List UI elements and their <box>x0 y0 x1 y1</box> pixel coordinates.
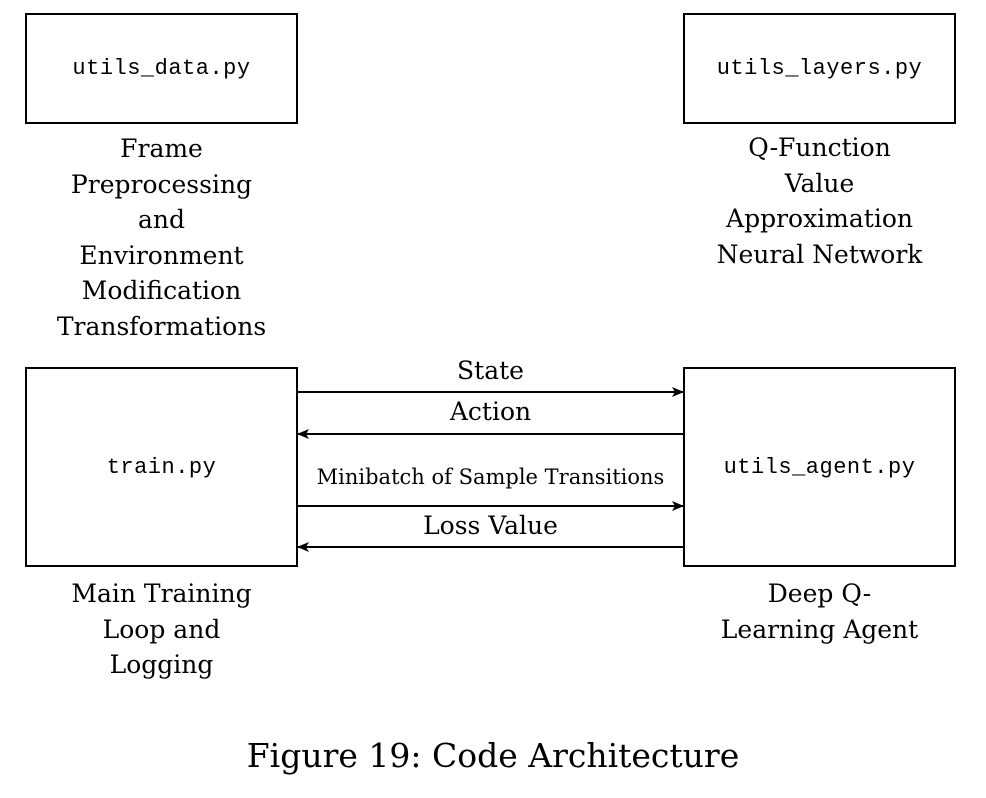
caption-line: Neural Network <box>716 239 923 269</box>
caption-line: Value <box>784 168 855 198</box>
caption-line: Main Training <box>71 579 252 608</box>
loss-arrow-label: Loss Value <box>423 511 558 540</box>
utils-agent-box: utils_agent.py <box>683 367 956 567</box>
utils-data-box: utils_data.py <box>25 13 298 124</box>
train-label: train.py <box>106 454 217 480</box>
caption-line: Transformations <box>56 311 267 341</box>
train-box: train.py <box>25 367 298 567</box>
caption-line: Modification <box>81 276 242 305</box>
caption-line: and <box>137 205 185 234</box>
caption-line: Loop and <box>102 614 221 644</box>
figure-caption: Figure 19: Code Architecture <box>246 736 740 775</box>
utils-agent-label: utils_agent.py <box>723 454 916 480</box>
minibatch-arrow-label: Minibatch of Sample Transitions <box>316 465 665 489</box>
caption-line: Deep Q- <box>767 579 872 608</box>
utils-layers-caption: Q-Function Value Approximation Neural Ne… <box>683 130 956 272</box>
utils-agent-caption: Deep Q- Learning Agent <box>683 576 956 647</box>
utils-data-label: utils_data.py <box>72 56 251 81</box>
state-arrow-label: State <box>457 356 524 385</box>
caption-line: Frame <box>120 134 203 163</box>
utils-layers-box: utils_layers.py <box>683 13 956 124</box>
train-caption: Main Training Loop and Logging <box>25 576 298 683</box>
action-arrow-label: Action <box>449 397 532 426</box>
caption-line: Learning Agent <box>720 614 919 644</box>
utils-data-caption: Frame Preprocessing and Environment Modi… <box>25 131 298 344</box>
caption-line: Environment <box>79 240 244 270</box>
caption-line: Preprocessing <box>70 169 253 199</box>
utils-layers-label: utils_layers.py <box>716 56 923 81</box>
caption-line: Q-Function <box>748 133 891 162</box>
caption-line: Approximation <box>726 204 913 233</box>
caption-line: Logging <box>109 650 214 679</box>
